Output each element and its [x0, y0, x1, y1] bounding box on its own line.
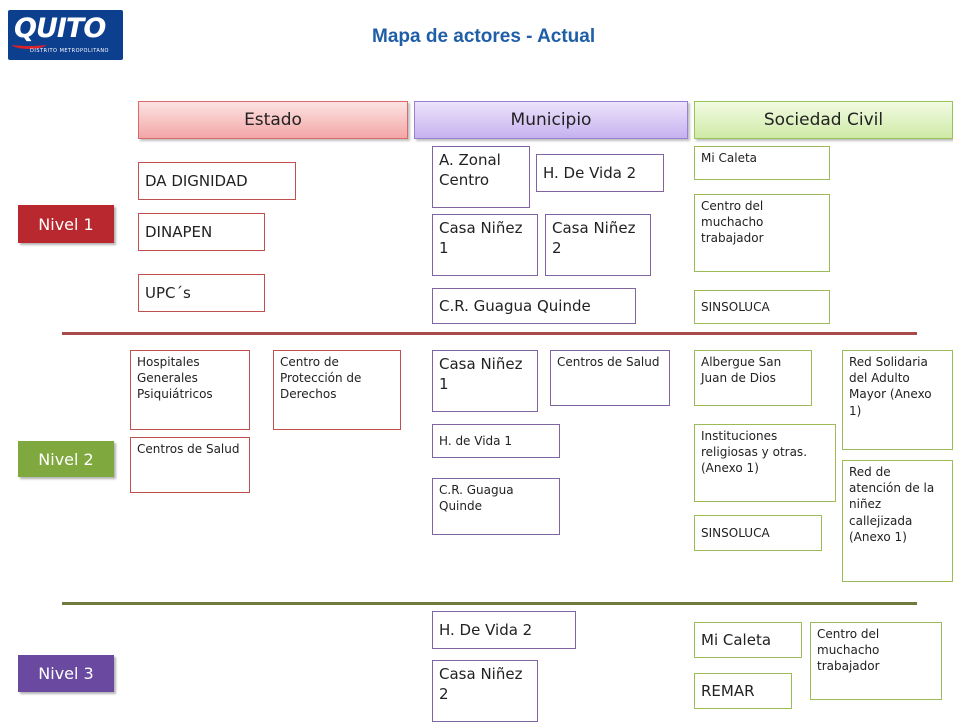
column-header-sociedad-civil: Sociedad Civil [694, 101, 953, 139]
column-header-estado: Estado [138, 101, 408, 139]
actor-box: Instituciones religiosas y otras. (Anexo… [694, 424, 836, 502]
actor-box: H. De Vida 2 [432, 611, 576, 649]
level-separator-1 [62, 332, 917, 335]
actor-box: Albergue San Juan de Dios [694, 350, 812, 406]
actor-box: C.R. Guagua Quinde [432, 478, 560, 535]
actor-box: Centro del muchacho trabajador [810, 622, 942, 700]
actor-box: Centro de Protección de Derechos [273, 350, 401, 430]
actor-box: Centros de Salud [130, 437, 250, 493]
level-label-3: Nivel 3 [18, 655, 114, 692]
actor-box: Casa Niñez 2 [432, 660, 538, 722]
actor-box: Hospitales Generales Psiquiátricos [130, 350, 250, 430]
level-label-1: Nivel 1 [18, 205, 114, 243]
actor-box: Casa Niñez 1 [432, 350, 538, 412]
actor-box: H. De Vida 2 [536, 154, 664, 192]
actor-box: Red de atención de la niñez callejizada … [842, 460, 953, 582]
actor-box: A. Zonal Centro [432, 146, 530, 208]
actor-box: REMAR [694, 673, 792, 709]
actor-box: DINAPEN [138, 213, 265, 251]
actor-box: DA DIGNIDAD [138, 162, 296, 200]
logo-subtitle: DISTRITO METROPOLITANO [30, 48, 109, 54]
actor-box: Centro del muchacho trabajador [694, 194, 830, 272]
actor-box: H. de Vida 1 [432, 424, 560, 458]
actor-box: C.R. Guagua Quinde [432, 288, 636, 324]
column-header-municipio: Municipio [414, 101, 688, 139]
page-title: Mapa de actores - Actual [372, 26, 596, 47]
logo-swoosh [12, 40, 46, 49]
actor-box: SINSOLUCA [694, 290, 830, 324]
logo-word: QUITO [14, 13, 106, 44]
actor-box: Casa Niñez 2 [545, 214, 651, 276]
level-label-2: Nivel 2 [18, 441, 114, 477]
quito-logo: QUITO DISTRITO METROPOLITANO [8, 10, 123, 60]
actor-box: Red Solidaria del Adulto Mayor (Anexo 1) [842, 350, 953, 450]
actor-box: Casa Niñez 1 [432, 214, 538, 276]
actor-box: SINSOLUCA [694, 515, 822, 551]
level-separator-2 [62, 602, 917, 605]
actor-box: Mi Caleta [694, 146, 830, 180]
actor-box: UPC´s [138, 274, 265, 312]
actor-box: Mi Caleta [694, 622, 802, 658]
actor-box: Centros de Salud [550, 350, 670, 406]
